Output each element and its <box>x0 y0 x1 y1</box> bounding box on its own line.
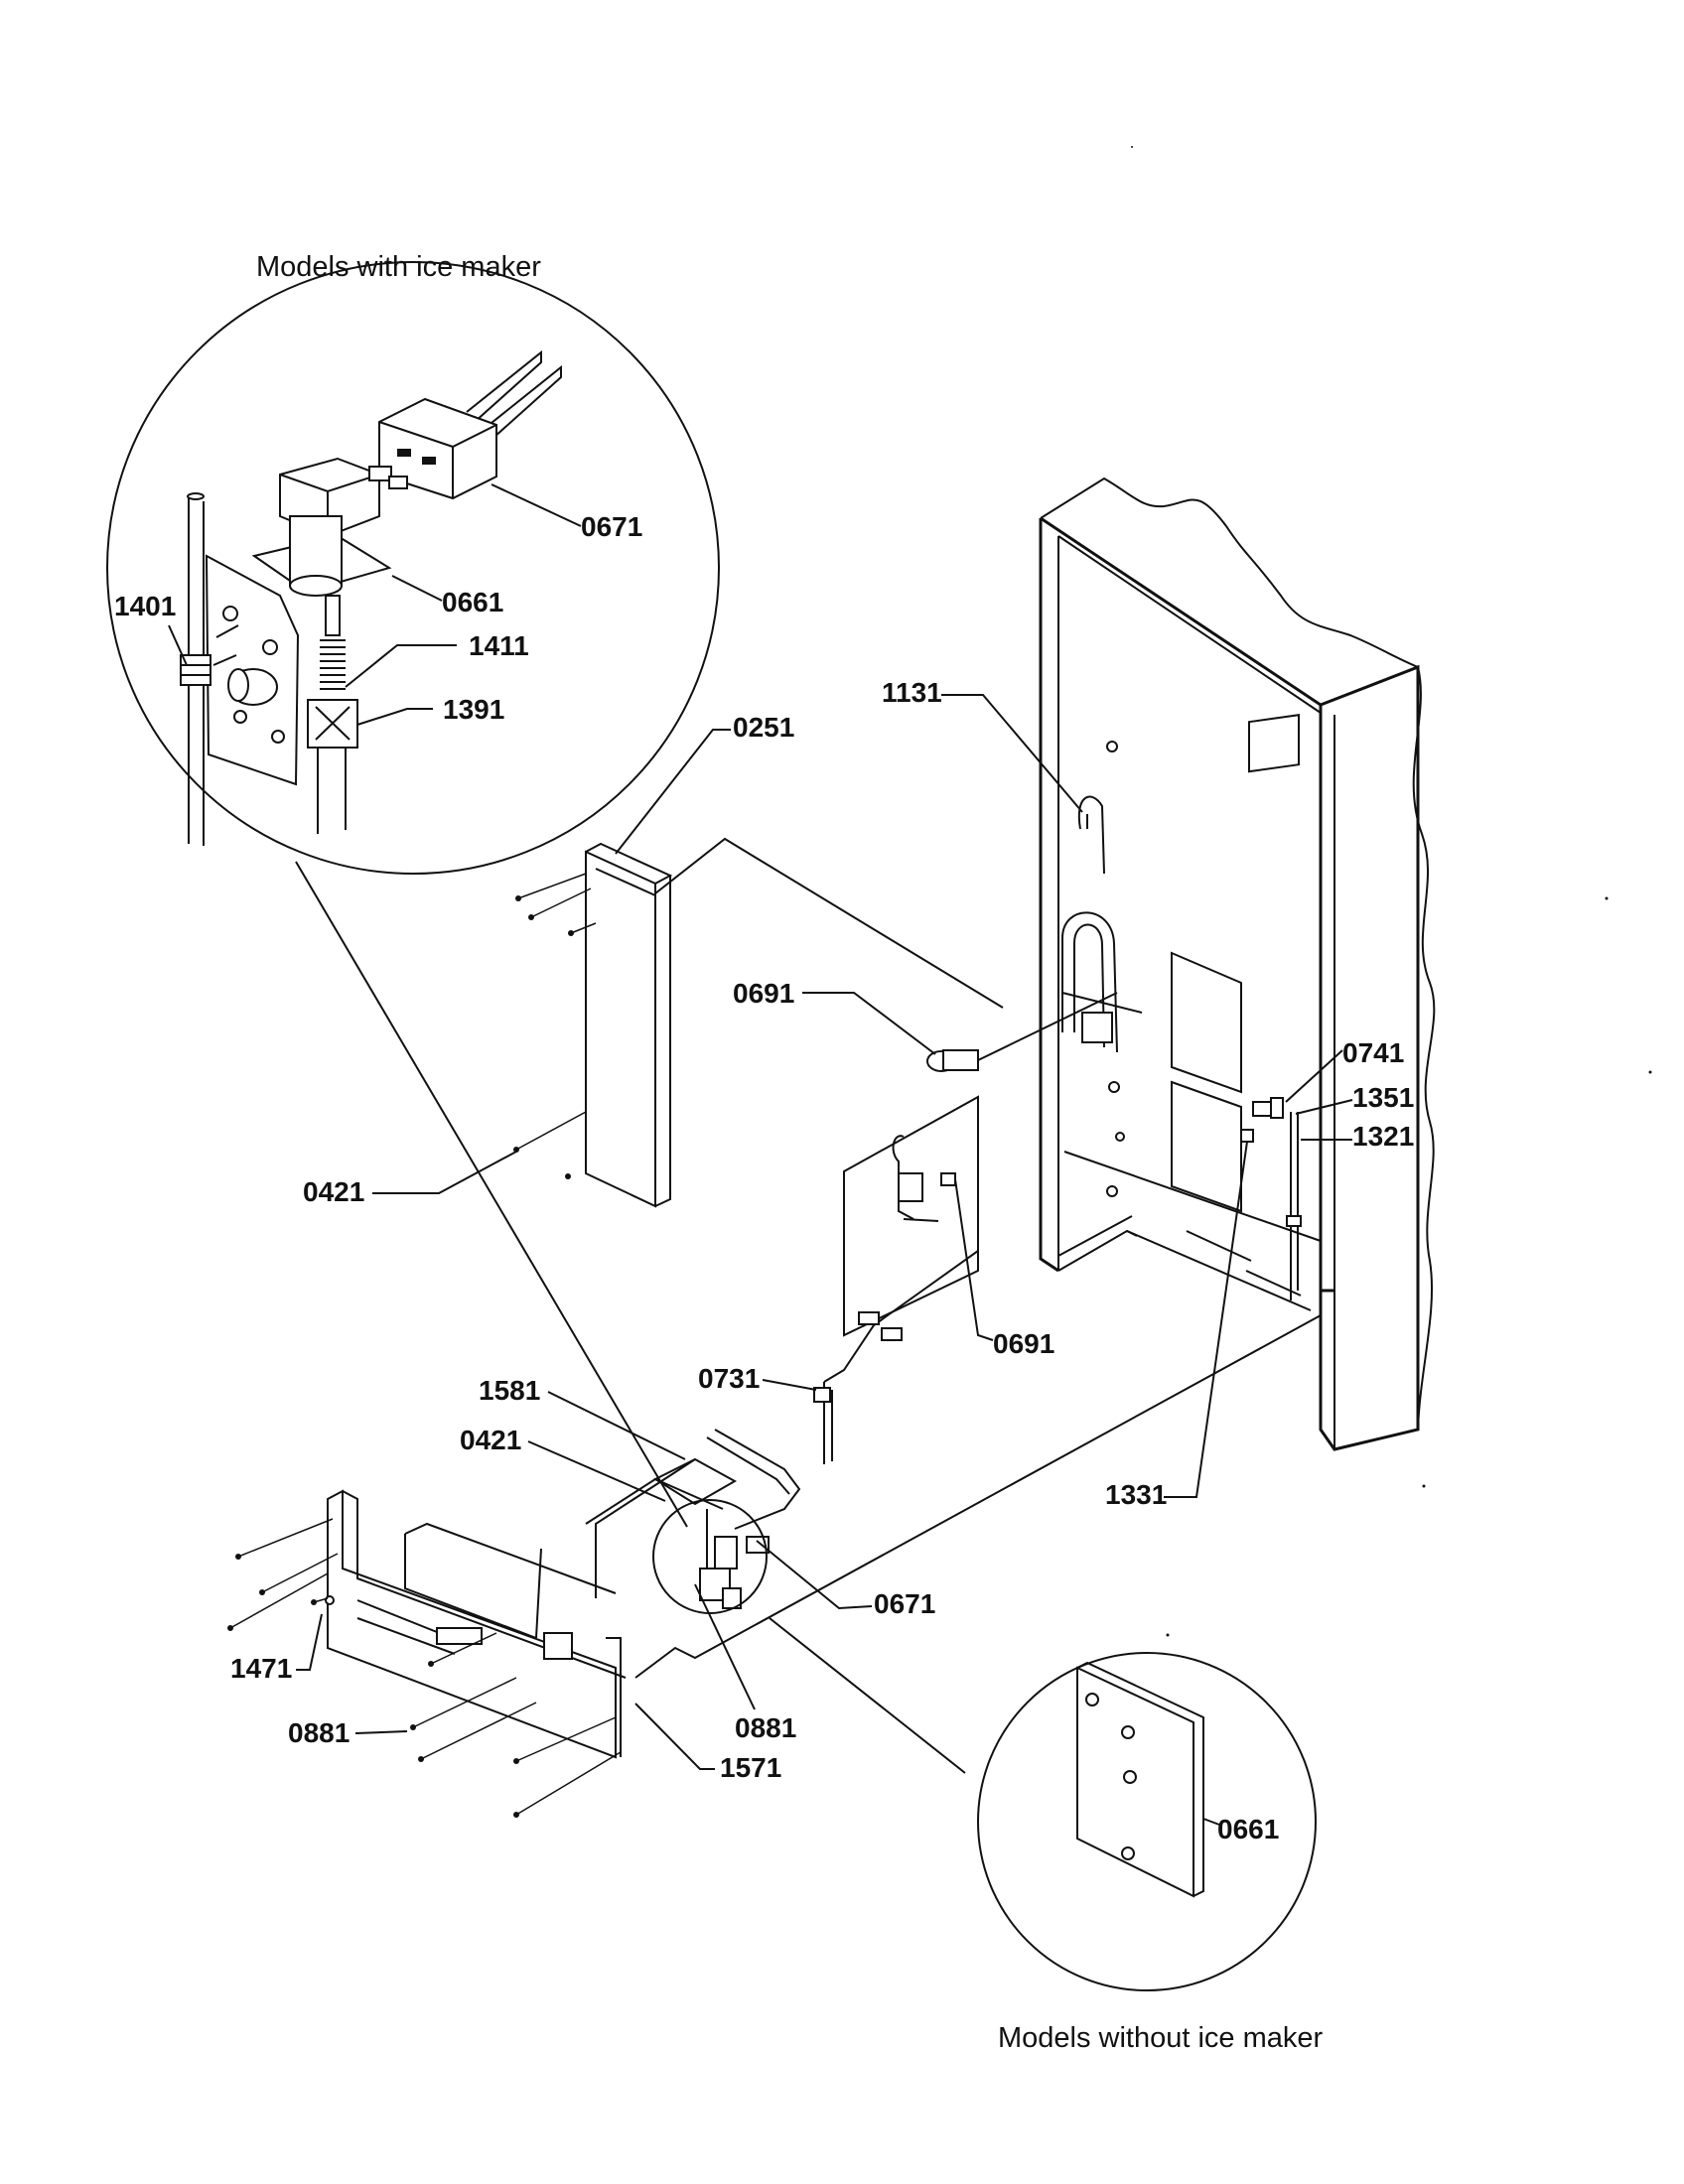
leader-0421-upper <box>372 1151 517 1194</box>
part-label-0421-lower: 0421 <box>460 1425 521 1455</box>
part-label-0661-lower: 0661 <box>1217 1814 1279 1844</box>
thermostat-lead-lower <box>954 1178 994 1341</box>
part-label-1391: 1391 <box>443 694 504 725</box>
detail-circle-with-ice-maker <box>106 261 720 875</box>
part-label-0661: 0661 <box>442 587 503 617</box>
cover-plate-detail <box>1076 1661 1204 1898</box>
lower-valve-assembly <box>652 1429 801 1609</box>
duct-panel-0251 <box>513 842 673 1208</box>
part-label-1471: 1471 <box>230 1653 292 1684</box>
part-label-0251: 0251 <box>733 712 794 743</box>
part-label-1581: 1581 <box>479 1375 540 1406</box>
part-label-1571: 1571 <box>720 1752 781 1783</box>
heater-loop <box>1061 911 1118 1053</box>
part-label-0881-right: 0881 <box>735 1712 796 1743</box>
lower-back-bracket <box>227 1489 627 1818</box>
detail-leader-line <box>295 861 688 1528</box>
detail-leader-lower <box>769 1617 966 1774</box>
part-label-1131: 1131 <box>882 677 942 708</box>
part-label-1331: 1331 <box>1105 1479 1167 1510</box>
detail-circle-lower-valve <box>652 1499 768 1614</box>
cabinet-back-panel <box>1039 477 1436 1451</box>
part-label-1411: 1411 <box>469 630 529 661</box>
part-label-0671: 0671 <box>581 511 642 542</box>
detail-circle-without-ice-maker <box>977 1652 1317 1991</box>
part-label-1401: 1401 <box>114 591 176 621</box>
damper-switch-parts <box>1240 1097 1302 1300</box>
part-label-0741: 0741 <box>1342 1037 1404 1068</box>
thermostat-0691-upper <box>926 992 1118 1072</box>
water-valve-detail <box>251 457 408 834</box>
inlet-tube-detail <box>180 492 211 846</box>
part-label-0671-lower: 0671 <box>874 1588 935 1619</box>
valve-bracket-detail <box>205 554 300 786</box>
part-label-0691-lower: 0691 <box>993 1328 1054 1359</box>
duct-connection-line <box>654 837 1004 1009</box>
part-label-0421-upper: 0421 <box>303 1176 364 1207</box>
harness-route-3 <box>634 1314 1322 1679</box>
part-label-0691-upper: 0691 <box>733 978 794 1009</box>
part-label-0881-left: 0881 <box>288 1717 350 1748</box>
part-label-1351: 1351 <box>1352 1082 1414 1113</box>
wire-harness-0731 <box>813 1250 979 1464</box>
wire-loop-1131 <box>1077 795 1105 875</box>
caption-with-ice-maker: Models with ice maker <box>256 251 541 283</box>
harness-route-1 <box>585 1477 724 1525</box>
part-label-0731: 0731 <box>698 1363 760 1394</box>
part-label-1321: 1321 <box>1352 1121 1414 1152</box>
caption-without-ice-maker: Models without ice maker <box>998 2022 1324 2054</box>
harness-route-2 <box>595 1458 696 1598</box>
